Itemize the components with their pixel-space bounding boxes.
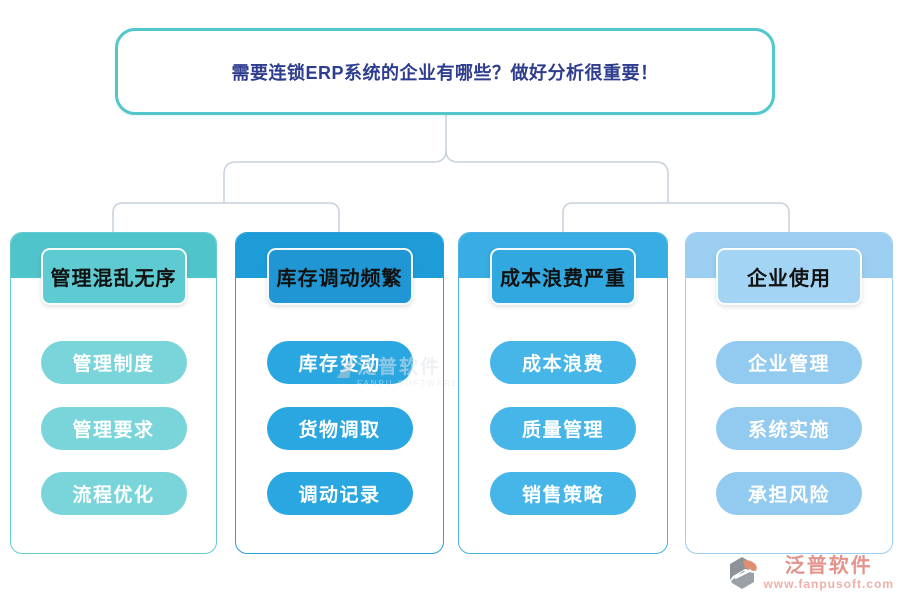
card-item: 库存变动 [266,341,413,384]
card-enterprise-use: 企业使用 企业管理 系统实施 承担风险 [685,232,893,554]
card-header: 库存调动频繁 [266,248,413,305]
card-cost-waste: 成本浪费严重 成本浪费 质量管理 销售策略 [458,232,668,554]
card-header: 成本浪费严重 [490,248,636,305]
card-item: 企业管理 [716,341,862,384]
card-item: 管理要求 [40,407,187,450]
page-title: 需要连锁ERP系统的企业有哪些？做好分析很重要！ [231,62,659,83]
card-item: 流程优化 [40,472,187,515]
brand-url: www.fanpusoft.com [763,577,894,591]
card-item: 货物调取 [266,407,413,450]
card-inventory-transfer: 库存调动频繁 库存变动 货物调取 调动记录 [235,232,444,554]
card-item: 质量管理 [490,407,636,450]
card-item: 成本浪费 [490,341,636,384]
card-header: 企业使用 [716,248,862,305]
card-item: 调动记录 [266,472,413,515]
card-item: 销售策略 [490,472,636,515]
brand-logo: 泛普软件 www.fanpusoft.com [723,554,894,592]
card-item: 系统实施 [716,407,862,450]
brand-name: 泛普软件 [784,555,873,577]
card-item: 承担风险 [716,472,862,515]
brand-logo-icon [730,557,758,589]
card-header: 管理混乱无序 [40,248,187,305]
card-management-chaos: 管理混乱无序 管理制度 管理要求 流程优化 [10,232,217,554]
title-box: 需要连锁ERP系统的企业有哪些？做好分析很重要！ [115,28,775,115]
card-item: 管理制度 [40,341,187,384]
